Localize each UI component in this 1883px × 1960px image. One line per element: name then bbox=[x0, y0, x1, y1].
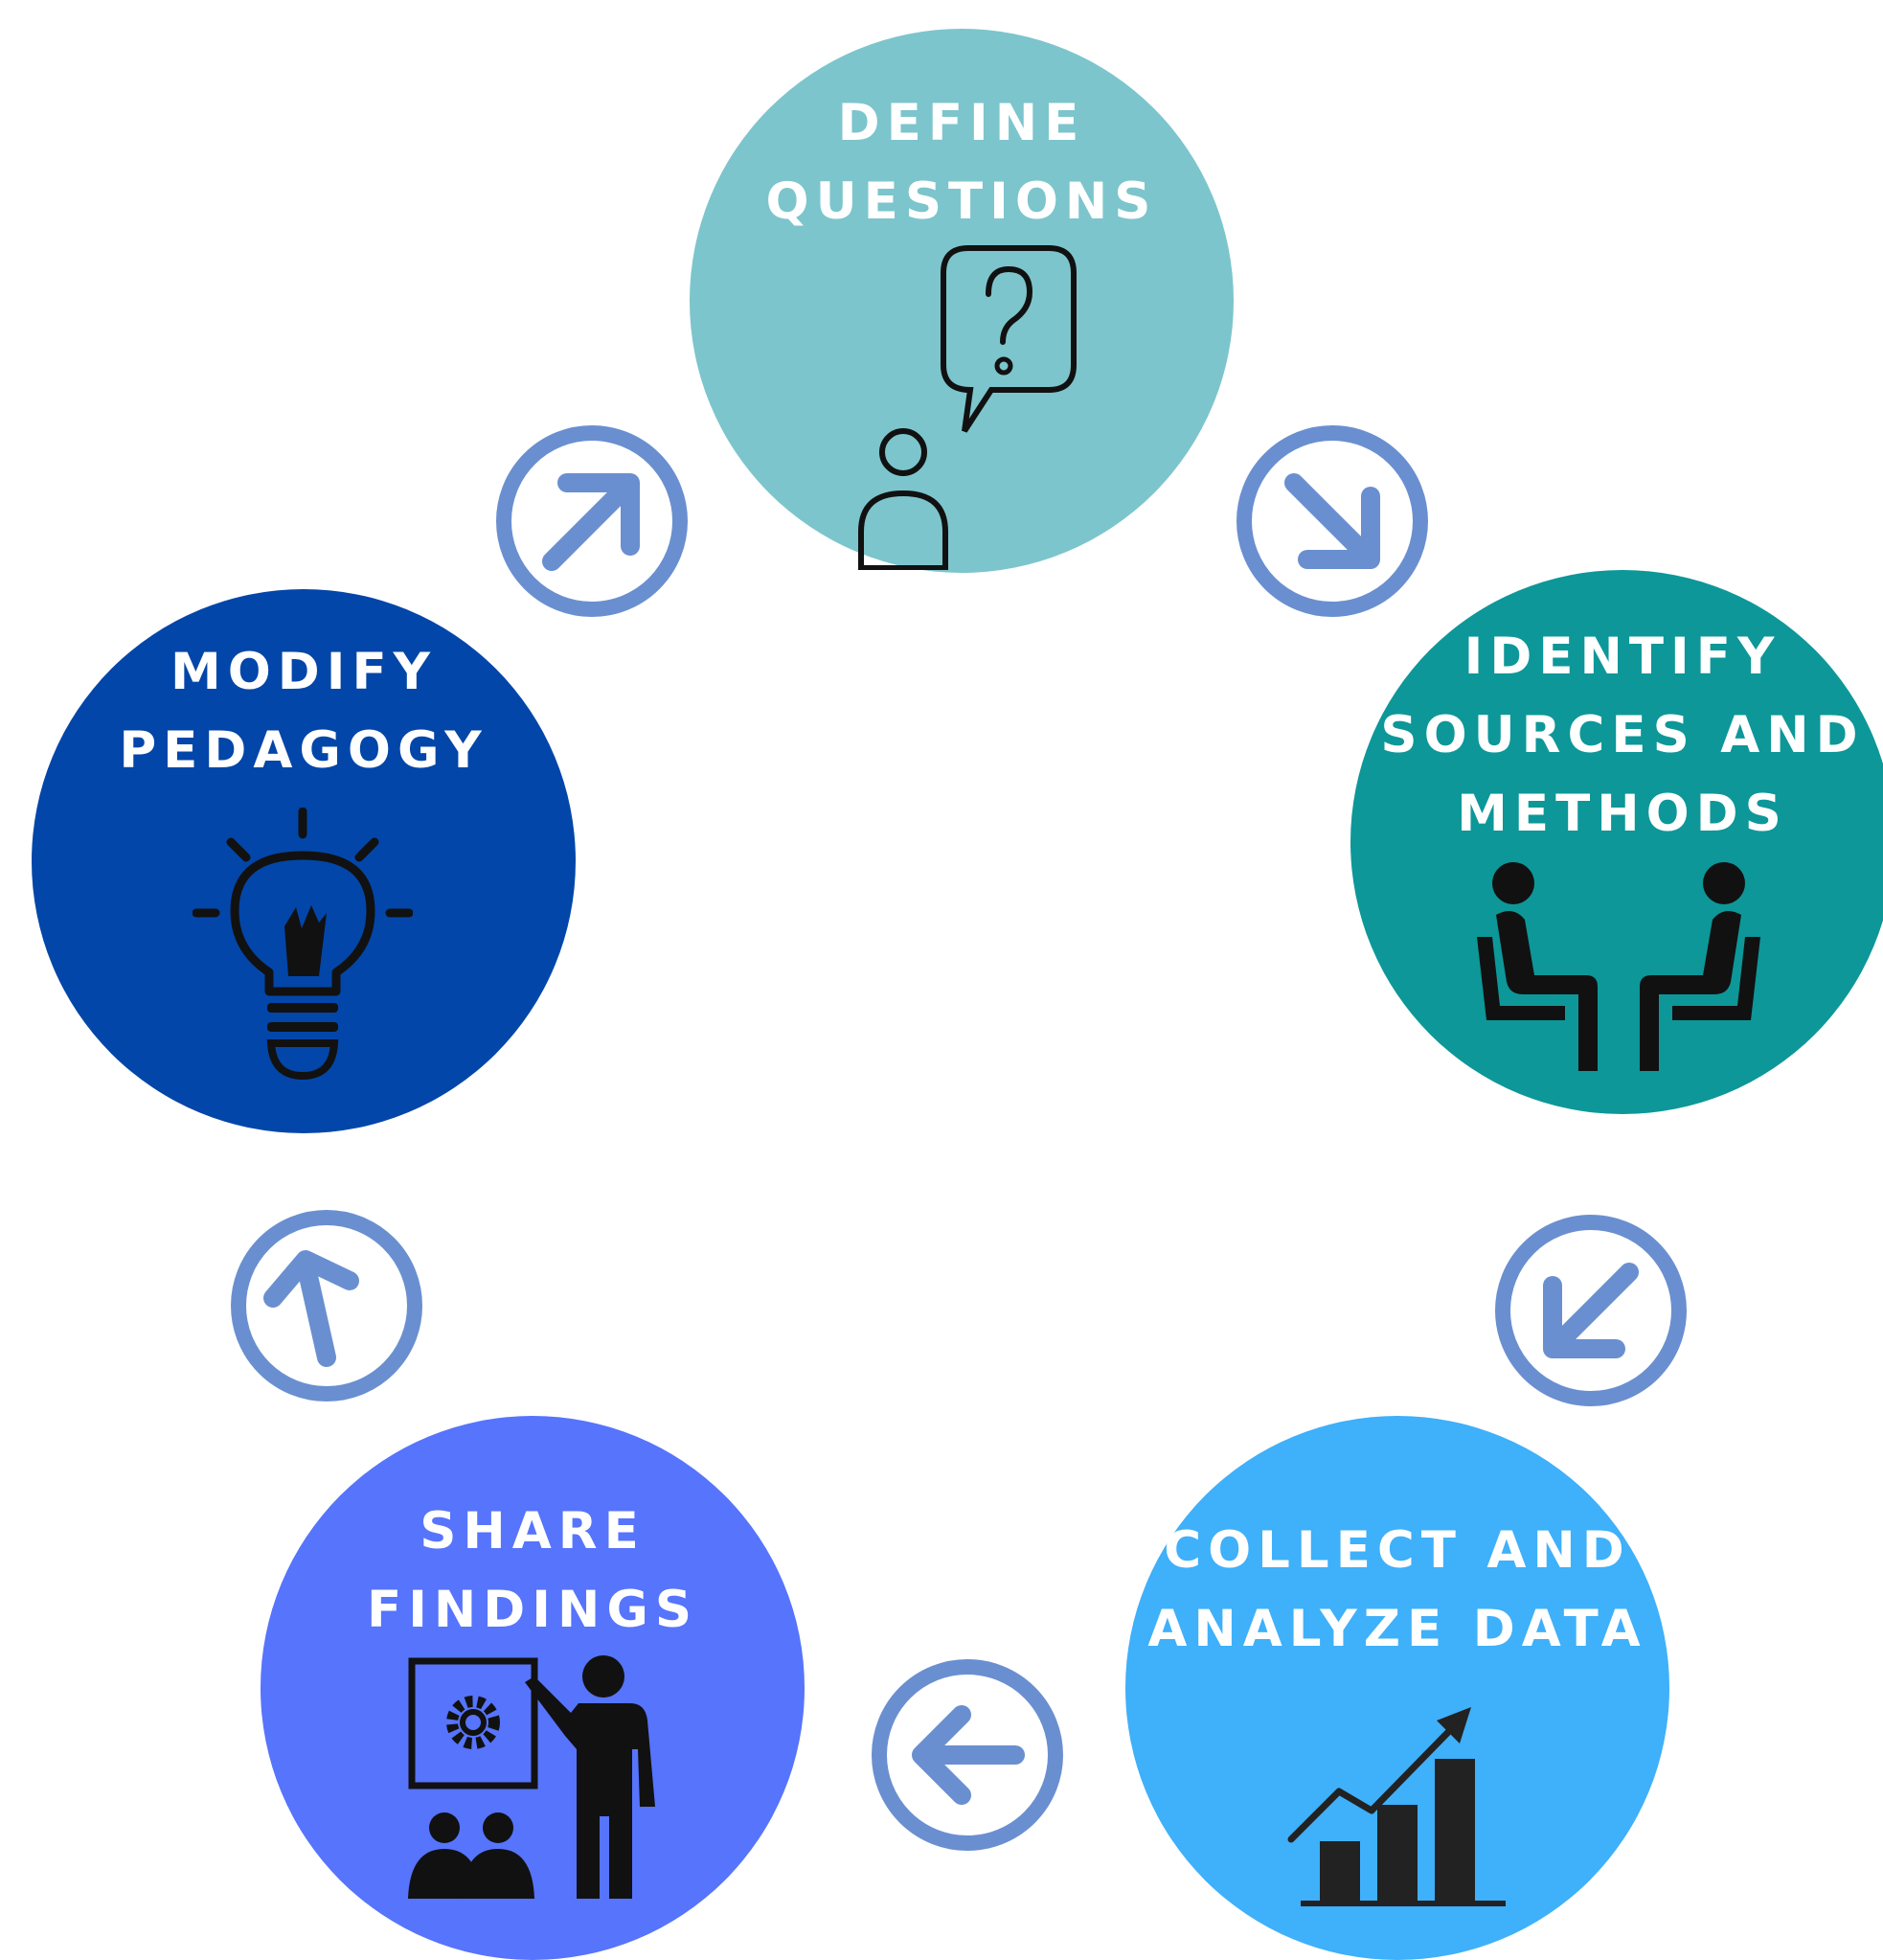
step-identify-line-2: SOURCES AND bbox=[1380, 706, 1865, 764]
arrow-down-left-icon bbox=[1495, 1215, 1687, 1406]
step-collect-line-1: COLLECT AND bbox=[1164, 1521, 1631, 1580]
step-identify-line-3: METHODS bbox=[1457, 785, 1788, 843]
interview-icon bbox=[1477, 862, 1760, 1071]
arrow-left-icon bbox=[872, 1659, 1063, 1851]
step-identify-sources-methods: IDENTIFY SOURCES AND METHODS bbox=[1350, 570, 1883, 1114]
step-identify-label: IDENTIFY SOURCES AND METHODS bbox=[1350, 618, 1883, 854]
step-define-line-1: DEFINE bbox=[837, 94, 1086, 152]
arrow-down-right-icon bbox=[1236, 425, 1428, 617]
step-collect-line-2: ANALYZE DATA bbox=[1147, 1600, 1647, 1658]
step-share-findings: SHARE FINDINGS bbox=[261, 1416, 805, 1960]
presentation-icon bbox=[408, 1655, 655, 1899]
lightbulb-icon bbox=[193, 808, 413, 1081]
step-collect-analyze-data: COLLECT AND ANALYZE DATA bbox=[1125, 1416, 1669, 1960]
step-modify-label: MODIFY PEDAGOGY bbox=[32, 633, 576, 790]
step-share-line-2: FINDINGS bbox=[366, 1581, 699, 1639]
arrow-up-icon bbox=[231, 1210, 422, 1402]
step-collect-label: COLLECT AND ANALYZE DATA bbox=[1125, 1512, 1669, 1669]
arrow-up-right-icon bbox=[496, 425, 688, 617]
step-modify-pedagogy: MODIFY PEDAGOGY bbox=[32, 589, 576, 1133]
step-define-questions: DEFINE QUESTIONS bbox=[690, 29, 1234, 573]
step-identify-line-1: IDENTIFY bbox=[1463, 627, 1781, 686]
step-define-line-2: QUESTIONS bbox=[765, 172, 1158, 231]
step-share-label: SHARE FINDINGS bbox=[261, 1493, 805, 1650]
step-share-line-1: SHARE bbox=[420, 1502, 646, 1561]
growth-chart-icon bbox=[1287, 1707, 1506, 1906]
step-modify-line-1: MODIFY bbox=[170, 643, 438, 701]
step-define-label: DEFINE QUESTIONS bbox=[690, 84, 1234, 241]
person-question-icon bbox=[858, 245, 1077, 570]
step-modify-line-2: PEDAGOGY bbox=[119, 721, 488, 780]
